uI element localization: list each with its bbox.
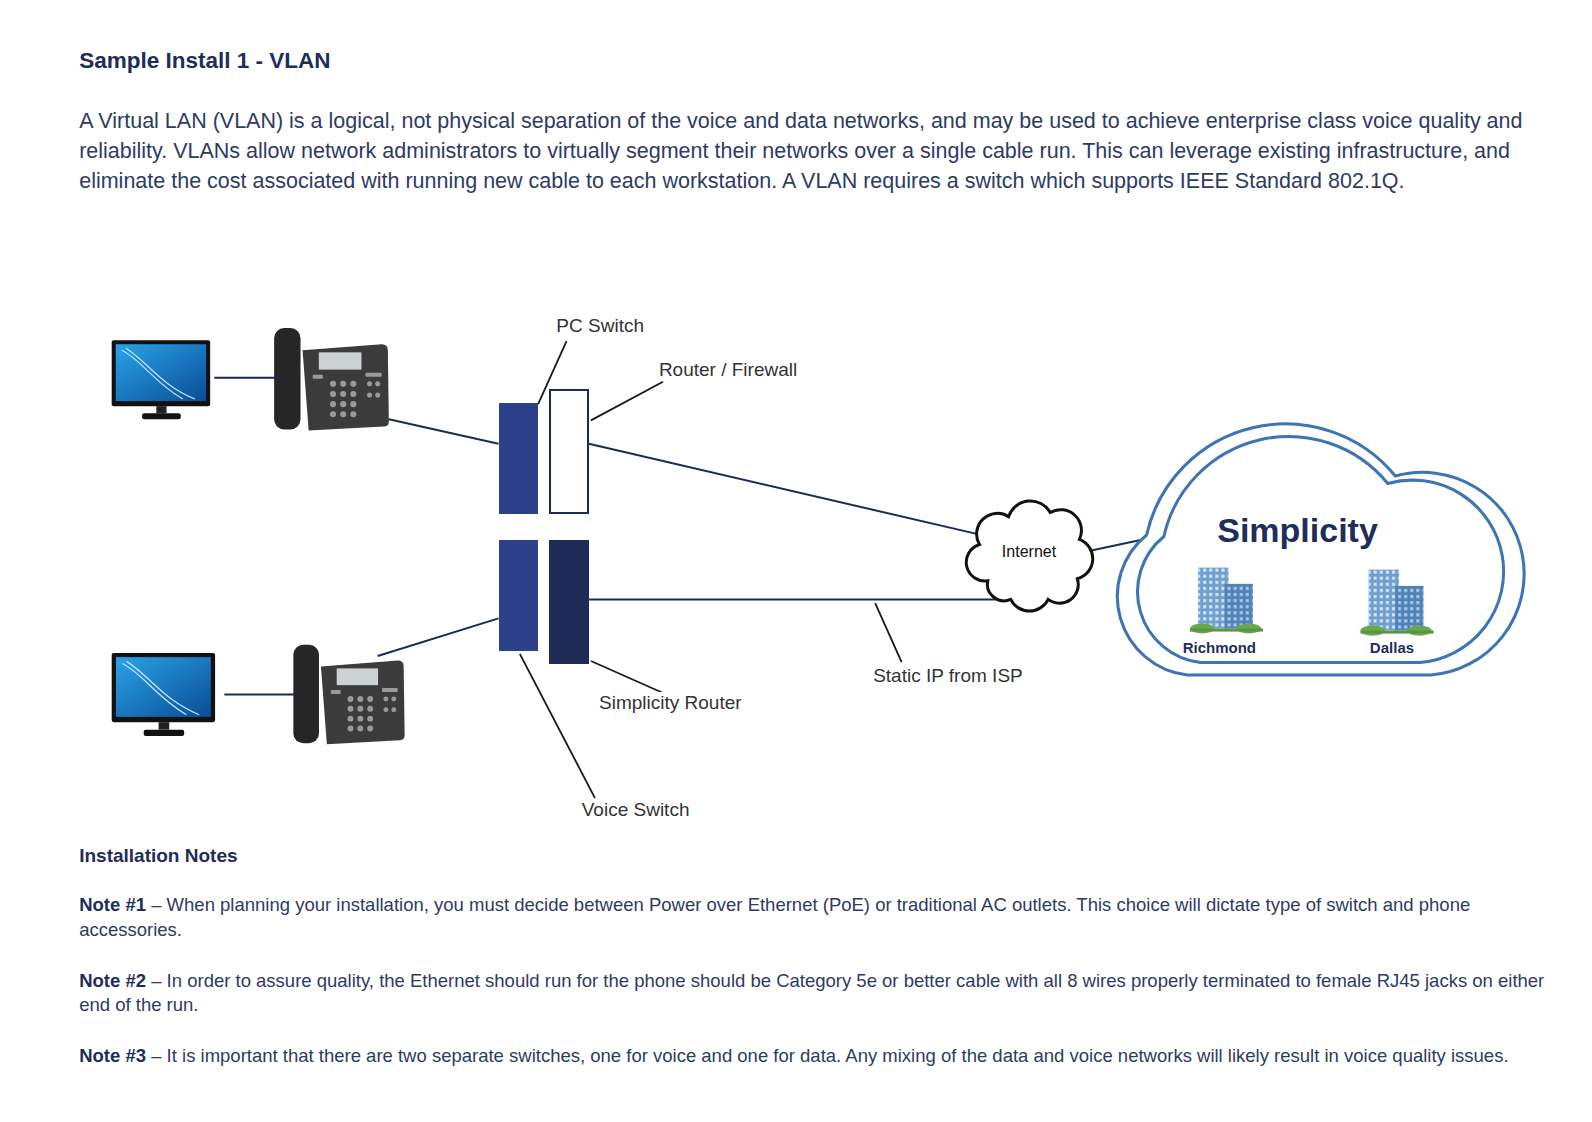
simplicity-cloud: SimplicityRichmond Dallas xyxy=(1106,405,1528,687)
cloud-path xyxy=(966,500,1092,610)
leader-lines xyxy=(520,341,902,798)
notes-heading: Installation Notes xyxy=(79,845,237,867)
intro-paragraph: A Virtual LAN (VLAN) is a logical, not p… xyxy=(79,106,1553,196)
label-text: – In order to assure quality, the Ethern… xyxy=(79,970,1544,1016)
cloud-outer xyxy=(1117,424,1524,675)
label-text: – When planning your installation, you m… xyxy=(79,894,1470,940)
phone-top xyxy=(274,328,389,431)
site-label: Dallas xyxy=(1370,638,1414,655)
leader-line xyxy=(520,654,595,798)
node-label: Voice Switch xyxy=(582,799,690,821)
callout-label: Static IP from ISP xyxy=(873,665,1023,687)
page-title: Sample Install 1 - VLAN xyxy=(79,48,330,74)
network-link xyxy=(589,444,985,536)
node-label: Router / Firewall xyxy=(659,359,797,381)
phone-bottom xyxy=(293,645,404,744)
install-note: Note #2– In order to assure quality, the… xyxy=(79,969,1563,1018)
pc-cable xyxy=(224,693,294,695)
monitor-bottom xyxy=(112,653,215,736)
cables xyxy=(214,378,498,695)
label-text: Static IP from ISP xyxy=(873,665,1023,686)
pc-switch: PC Switch xyxy=(499,403,539,514)
label-text: A Virtual LAN (VLAN) is a logical, not p… xyxy=(79,109,1522,193)
cloud-inner xyxy=(1137,437,1503,663)
leader-line xyxy=(591,382,663,421)
note-number: Note #1 xyxy=(79,894,146,915)
install-note: Note #3– It is important that there are … xyxy=(79,1044,1563,1069)
note-number: Note #3 xyxy=(79,1045,146,1066)
leader-line xyxy=(591,661,662,692)
pc-cable xyxy=(214,377,282,379)
leader-line xyxy=(875,603,901,662)
phone-cable xyxy=(389,419,499,443)
simplicity-router: Simplicity Router xyxy=(549,540,589,664)
monitor-top xyxy=(112,340,210,419)
network-link xyxy=(589,598,1017,600)
router-firewall: Router / Firewall xyxy=(549,389,589,514)
node-label: Simplicity Router xyxy=(599,692,742,714)
label-text: – It is important that there are two sep… xyxy=(151,1045,1508,1066)
install-note: Note #1– When planning your installation… xyxy=(79,893,1563,942)
voice-switch: Voice Switch xyxy=(499,540,539,651)
node-label: Internet xyxy=(1002,543,1056,561)
building-dallas xyxy=(1361,570,1434,636)
building-richmond xyxy=(1190,568,1263,634)
node-label: PC Switch xyxy=(556,315,644,337)
phone-cable xyxy=(378,618,499,656)
site-label: Richmond xyxy=(1183,638,1256,655)
internet-cloud: Internet xyxy=(967,498,1092,608)
label-text: Installation Notes xyxy=(79,845,237,866)
note-number: Note #2 xyxy=(79,970,146,991)
node-label: Simplicity xyxy=(1217,510,1378,549)
